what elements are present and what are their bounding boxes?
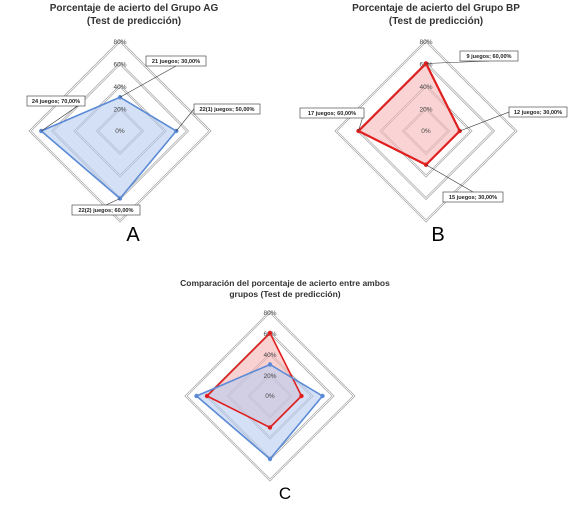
series-area-1 — [196, 364, 323, 459]
data-label-box-0 — [459, 50, 519, 62]
data-label-box-3 — [299, 107, 365, 119]
data-label-leader-2 — [425, 164, 474, 193]
tick-label-4: 80% — [113, 39, 126, 46]
tick-label-1: 20% — [419, 107, 432, 114]
tick-label-2: 40% — [263, 352, 276, 359]
data-label-box-1 — [193, 103, 261, 115]
data-label-2: 15 juegos; 30,00% — [449, 195, 497, 201]
chart-title-b: Porcentaje de acierto del Grupo BP (Test… — [305, 3, 567, 28]
data-point-1-3 — [194, 393, 199, 399]
data-label-box-0 — [145, 55, 207, 67]
tick-label-1: 20% — [263, 373, 276, 380]
tick-label-0: 0% — [265, 393, 275, 400]
tick-label-0: 0% — [115, 128, 125, 135]
tick-label-3: 60% — [113, 62, 126, 69]
data-label-box-2 — [442, 191, 504, 203]
tick-label-0: 0% — [421, 128, 431, 135]
chart-title-a: Porcentaje de acierto del Grupo AG (Test… — [0, 3, 268, 28]
chart-title-b-line1: Porcentaje de acierto del Grupo BP — [352, 3, 520, 14]
data-label-box-2 — [71, 204, 141, 216]
radar-chart-a: 0% 20% 40% 60% 80% 21 juegos; 30,00% 22(1) jue… — [26, 39, 261, 223]
data-point-1-0 — [267, 362, 273, 367]
series-area-0 — [358, 63, 460, 165]
radar-chart-b: 0%20%40%60%80%9 juegos; 60,00%12 juegos;… — [299, 39, 568, 223]
data-label-box-1 — [508, 106, 568, 118]
data-label-3: 17 juegos; 60,00% — [308, 111, 356, 117]
data-label-box-3 — [26, 95, 86, 107]
data-label-leader-1 — [176, 108, 195, 132]
data-label-0: 9 juegos; 60,00% — [466, 54, 511, 60]
data-label-leader-0 — [119, 65, 177, 98]
chart-title-c-line1: Comparación del porcentaje de acierto en… — [180, 278, 390, 288]
chart-title-a-line2: (Test de predicción) — [86, 15, 182, 27]
data-label-leader-1 — [459, 111, 510, 132]
chart-title-c-line2: grupos (Test de predicción) — [229, 288, 341, 299]
data-label-leader-2 — [105, 198, 121, 206]
data-label-2: 22(2) juegos; 60,00% — [78, 208, 133, 214]
radar-chart-c: 0%20%40%60%80% — [184, 310, 356, 482]
data-label-1: 12 juegos; 30,00% — [514, 110, 562, 116]
grid-ring-inner-4 — [185, 311, 355, 481]
data-label-1: 22(1) juegos; 50,00% — [199, 107, 254, 113]
tick-label-2: 40% — [419, 84, 432, 91]
chart-title-a-line1: Porcentaje de acierto del Grupo AG — [49, 3, 219, 14]
panel-letter-c: C — [278, 484, 292, 503]
data-label-0: 21 juegos; 30,00% — [152, 59, 200, 65]
data-point-0-3 — [204, 393, 210, 399]
tick-label-4: 80% — [263, 310, 276, 317]
series-area-0 — [41, 97, 177, 199]
panel-letter-b: B — [431, 224, 445, 246]
data-label-3: 24 juegos; 70,00% — [32, 99, 80, 105]
data-point-0-2 — [267, 425, 273, 430]
chart-title-b-line2: (Test de predicción) — [388, 15, 484, 27]
tick-label-4: 80% — [419, 39, 432, 46]
grid-ring-inner-4 — [335, 40, 517, 222]
data-point-1-2 — [267, 456, 273, 462]
data-point-0-0 — [267, 330, 273, 336]
panel-letter-a: A — [126, 224, 140, 246]
data-label-leader-0 — [425, 60, 490, 64]
data-point-1-1 — [320, 393, 325, 399]
tick-label-1: 20% — [113, 107, 126, 114]
chart-title-c: Comparación del porcentaje de acierto en… — [160, 278, 410, 299]
tick-label-2: 40% — [113, 84, 126, 91]
data-point-0-1 — [299, 393, 304, 399]
